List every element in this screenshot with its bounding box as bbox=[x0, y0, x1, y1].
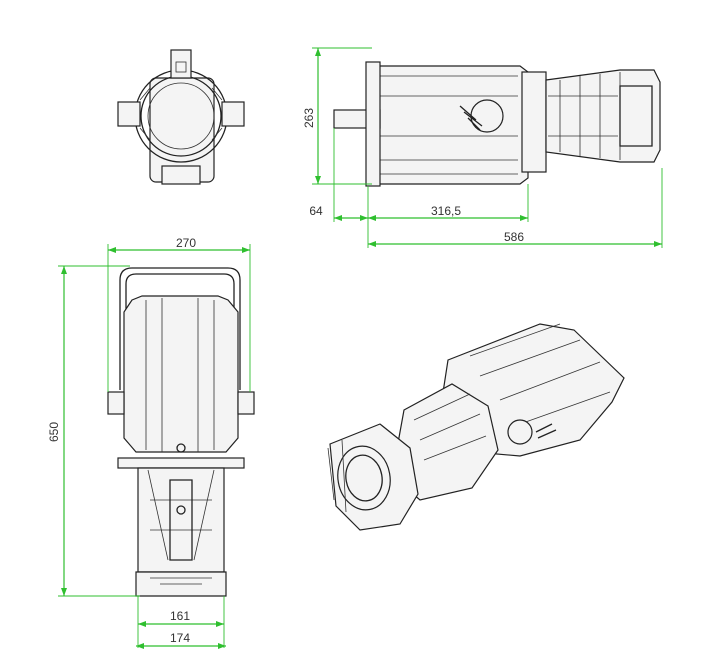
top-view bbox=[107, 267, 255, 597]
front-view bbox=[117, 49, 245, 185]
dimension-270: 270 bbox=[107, 236, 251, 392]
dimension-263: 263 bbox=[302, 47, 372, 185]
dimension-label-650: 650 bbox=[47, 422, 61, 442]
dimension-label-316-5: 316,5 bbox=[431, 204, 461, 218]
side-view bbox=[333, 61, 661, 187]
dimension-label-263: 263 bbox=[302, 108, 316, 128]
dimension-label-270: 270 bbox=[176, 236, 196, 250]
dimension-label-64: 64 bbox=[309, 204, 323, 218]
dimension-174: 174 bbox=[136, 631, 226, 649]
dimension-label-174: 174 bbox=[170, 631, 190, 645]
dimension-64-316: 64 316,5 bbox=[309, 128, 529, 248]
isometric-view bbox=[327, 323, 625, 531]
dimension-586: 586 bbox=[368, 168, 663, 248]
dimension-label-161: 161 bbox=[170, 609, 190, 623]
dimension-161: 161 bbox=[137, 596, 225, 648]
dimension-650: 650 bbox=[47, 265, 140, 597]
dimension-label-586: 586 bbox=[504, 230, 524, 244]
